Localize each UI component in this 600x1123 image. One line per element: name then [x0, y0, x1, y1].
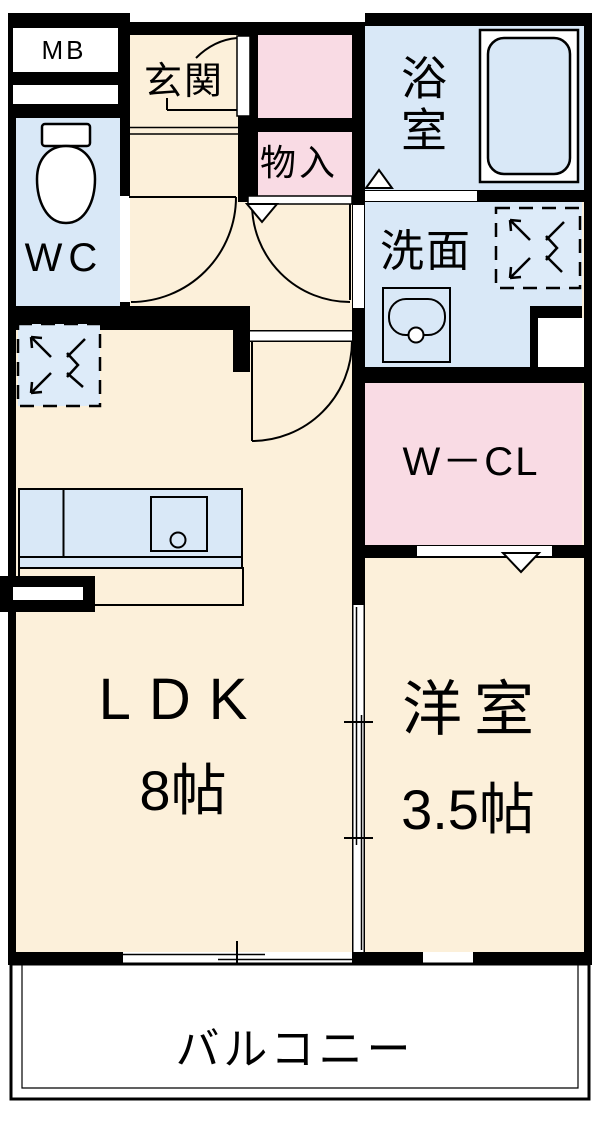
washroom-door-opening: [353, 205, 364, 308]
bathroom-door-opening: [365, 191, 477, 201]
window-panels: [123, 953, 352, 961]
doors: [123, 35, 542, 1012]
front-door-arc: [195, 37, 238, 59]
bathtub-icon: [478, 28, 580, 184]
storage-label: 物入: [259, 142, 339, 183]
entrance-step-line: [166, 98, 237, 111]
balcony-label: バルコニー: [175, 1025, 415, 1074]
entrance-closet: [256, 35, 352, 118]
bathroom-label: 浴室: [395, 54, 447, 158]
pipe-space: [538, 318, 584, 367]
meter-box: [13, 28, 118, 72]
storage-room: [248, 132, 352, 196]
closet-door-marker-icon: [500, 552, 542, 574]
kitchen-counter-icon: [0, 488, 244, 612]
toilet-icon: [35, 122, 97, 225]
ldk-label: LDK: [98, 667, 266, 732]
washroom-label: 洗面: [380, 227, 472, 276]
entrance-label: 玄関: [143, 61, 225, 103]
wc-door-arc: [130, 196, 237, 303]
front-door-leaf: [236, 35, 251, 117]
toilet-label: WC: [24, 236, 104, 280]
ldk-door-opening: [250, 331, 352, 341]
western-room-label: 洋室: [402, 676, 546, 743]
balcony-outline: [9, 962, 591, 1101]
ldk-door-arc: [251, 340, 353, 442]
fridge-space-icon: [16, 322, 102, 408]
walk-in-closet-label: W－CL: [402, 440, 540, 484]
storage-door-arc: [251, 203, 351, 303]
walk-in-closet-room: [365, 383, 582, 545]
western-room-size-label: 3.5帖: [401, 778, 535, 841]
storage-door-opening: [247, 195, 353, 205]
meter-box-label: MB: [41, 35, 87, 65]
sink-icon: [382, 287, 451, 363]
entrance-boundary-line: [123, 126, 238, 135]
western-room-door-opening: [423, 952, 473, 963]
meter-box-slot: [13, 85, 118, 104]
wc-door-opening: [120, 196, 130, 302]
wall-openings: [13, 28, 584, 963]
storage-door-marker-icon: [244, 203, 280, 224]
sliding-door-panels: [355, 607, 363, 950]
sliding-door-ticks: [344, 721, 373, 839]
closet-door-opening: [417, 546, 552, 556]
ldk-size-label: 8帖: [139, 759, 227, 822]
sliding-door-opening: [353, 605, 364, 952]
bathroom-door-marker-icon: [364, 168, 394, 189]
washer-space-icon: [494, 206, 582, 290]
